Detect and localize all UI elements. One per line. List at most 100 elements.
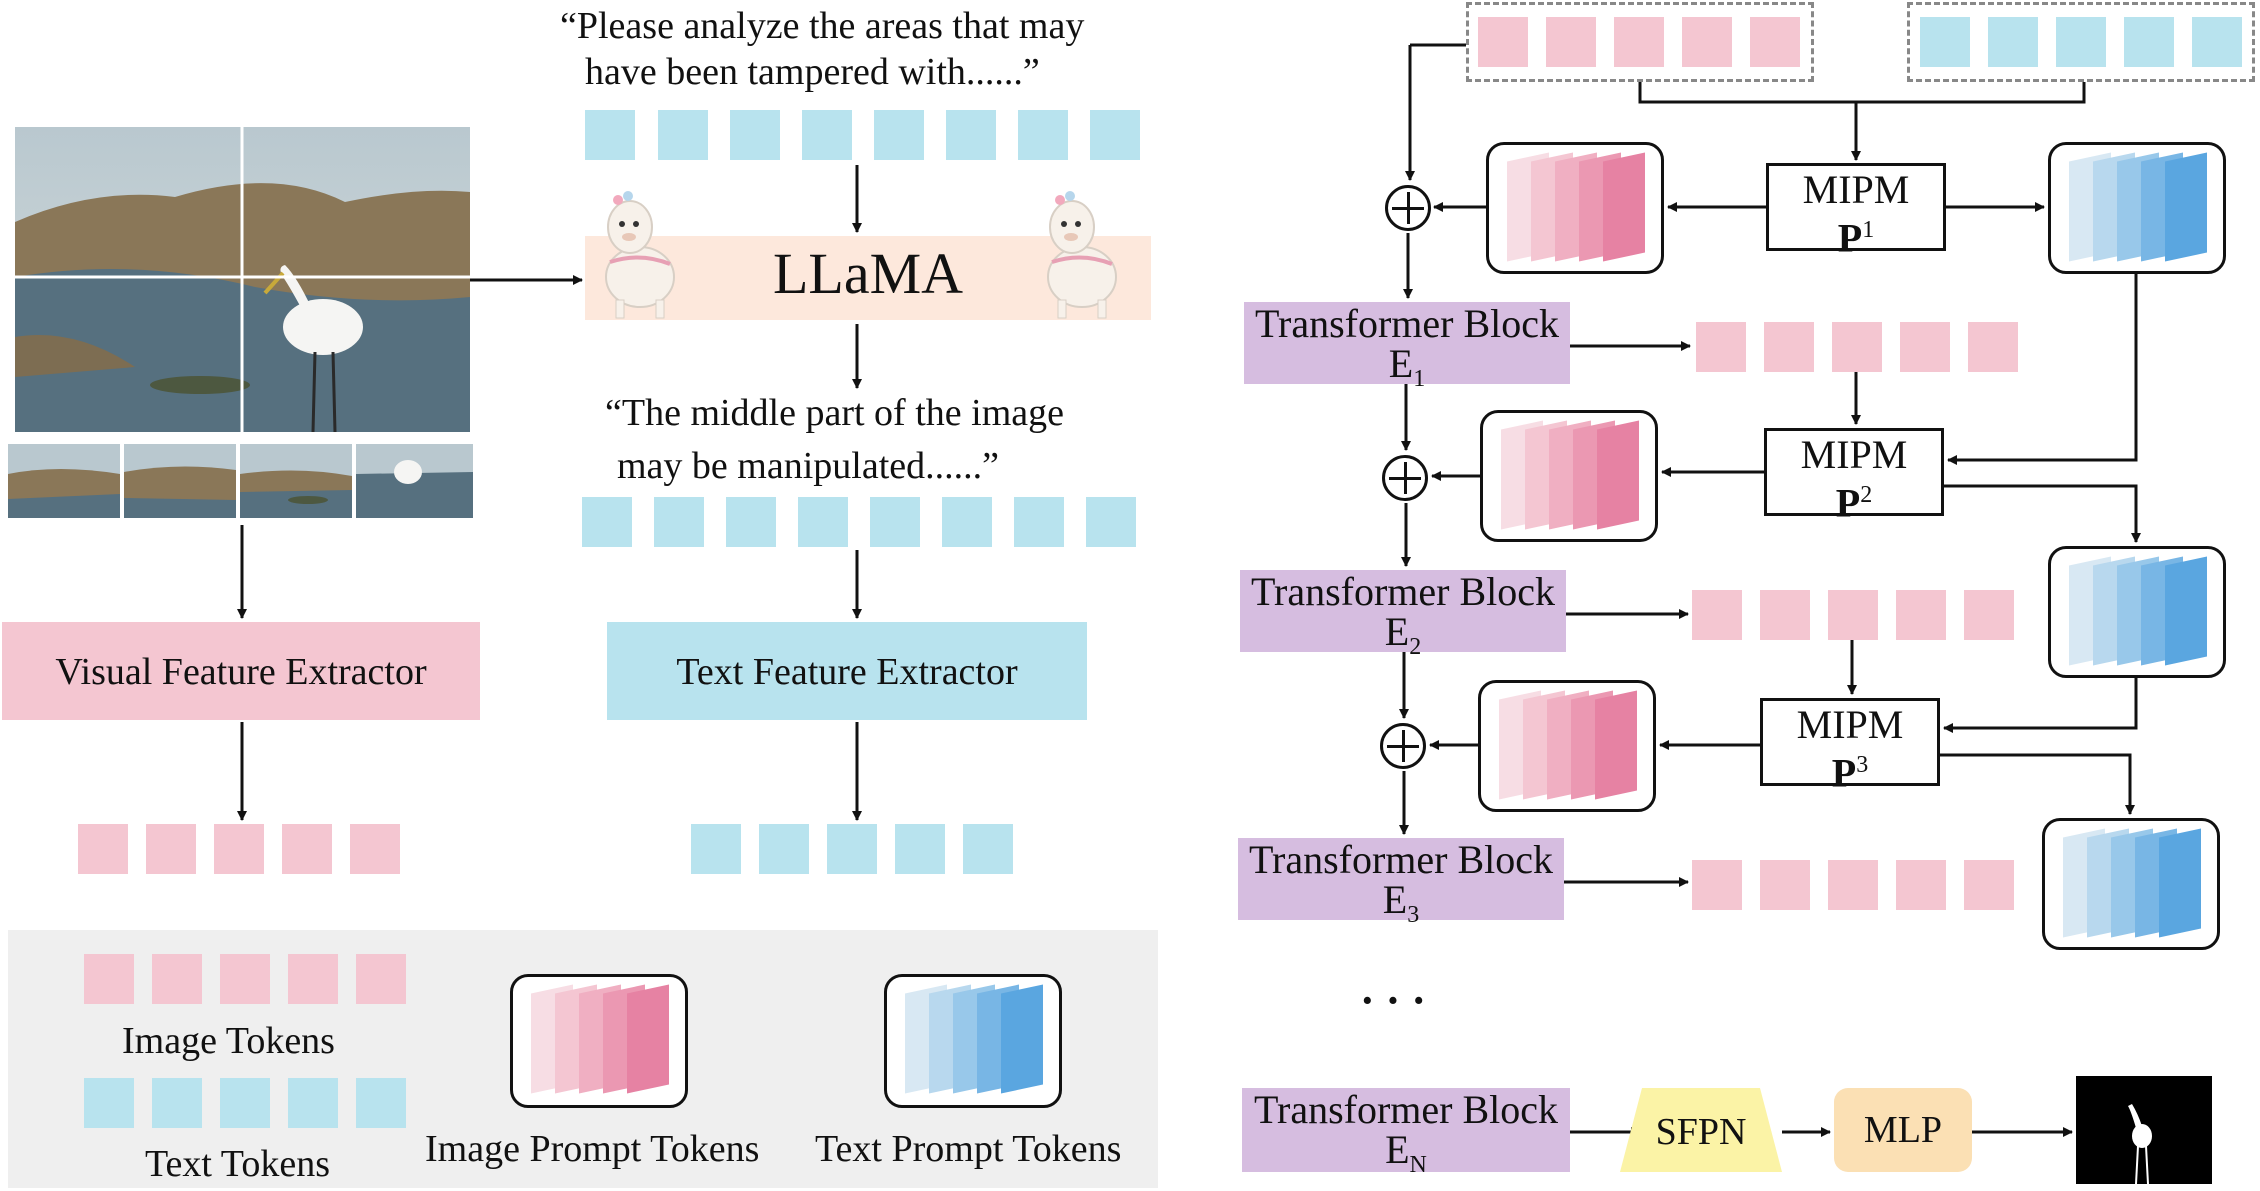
arrow [1944,484,2141,543]
arrow [1638,82,2086,104]
plus-circle-icon [1380,723,1426,769]
legend-image-tokens-label: Image Tokens [122,1020,335,1062]
mipm-symbol: P1 [1837,215,1875,261]
llama-icon [1042,182,1122,322]
prompt-plane [2159,828,2201,938]
image-token [1964,860,2014,910]
prompt-text-line2: have been tampered with......” [585,51,1040,93]
prompt-plane [2165,556,2207,666]
input-image [15,127,470,432]
response-text-line1: “The middle part of the image [605,392,1064,434]
mipm-symbol: P2 [1835,480,1873,526]
transformer-block-1: Transformer Block E1 [1244,302,1570,392]
text-token [895,824,945,874]
mipm-label: MIPM [1796,702,1904,747]
text-token [1086,497,1136,547]
image-token [146,824,196,874]
text-token [726,497,776,547]
text-token [1920,17,1970,67]
image-patches [8,444,473,518]
text-token [585,110,635,160]
prompt-plane [1603,152,1645,262]
text-extractor-label: Text Feature Extractor [676,651,1018,693]
image-token [220,954,270,1004]
top-image-token-group [1466,2,1814,82]
image-token [1832,322,1882,372]
text-prompt-stack-1 [2048,142,2226,274]
encoder-symbol: EN [1385,1127,1427,1179]
image-token [1478,17,1528,67]
mipm-block-2: MIPM P2 [1764,428,1944,523]
mipm-symbol: P3 [1831,750,1869,796]
image-token [1760,860,1810,910]
arrow [1947,274,2138,465]
ellipsis: · · · [1360,976,1427,1025]
text-token [582,497,632,547]
text-prompt-stack-3 [2042,818,2220,950]
text-token [874,110,924,160]
text-token [1988,17,2038,67]
text-token [730,110,780,160]
sfpn-label: SFPN [1655,1111,1747,1153]
llama-label: LLaMA [772,241,964,306]
prompt-plane [1597,420,1639,530]
image-token [1692,860,1742,910]
image-prompt-stack-1 [1486,142,1664,274]
encoder-symbol: E3 [1382,877,1420,929]
arrow [1943,678,2138,733]
legend-image-prompt-stack [510,974,688,1108]
image-token [1750,17,1800,67]
text-token [870,497,920,547]
text-token [2192,17,2242,67]
prompt-plane [1001,984,1043,1094]
image-token [1828,860,1878,910]
image-token [1896,860,1946,910]
transformer-block-3: Transformer Block E3 [1238,838,1564,928]
text-token [963,824,1013,874]
mlp-label: MLP [1863,1109,1943,1151]
image-prompt-stack-2 [1480,410,1658,542]
image-token [1760,590,1810,640]
text-token [942,497,992,547]
mipm-label: MIPM [1802,167,1910,212]
arrow [1940,753,2135,815]
image-token [84,954,134,1004]
image-token [1546,17,1596,67]
image-token [1696,322,1746,372]
image-token [350,824,400,874]
text-token [654,497,704,547]
image-token [282,824,332,874]
text-token [356,1078,406,1128]
legend-text-prompt-stack [884,974,1062,1108]
image-token [78,824,128,874]
text-token [946,110,996,160]
mipm-block-3: MIPM P3 [1760,698,1940,793]
encoder-symbol: E2 [1384,609,1422,661]
prompt-plane [2165,152,2207,262]
text-feature-extractor [607,622,1087,720]
image-token [1968,322,2018,372]
prompt-plane [627,984,669,1094]
image-token [1692,590,1742,640]
image-token [1964,590,2014,640]
text-token [759,824,809,874]
mipm-block-1: MIPM P1 [1766,163,1946,258]
image-token [1682,17,1732,67]
response-text-line2: may be manipulated......” [617,445,999,487]
text-token [152,1078,202,1128]
llama-icon [600,182,680,322]
visual-extractor-label: Visual Feature Extractor [55,651,427,693]
text-token [288,1078,338,1128]
image-token [1764,322,1814,372]
text-token [1090,110,1140,160]
mlp-block [1834,1088,1972,1172]
text-token [658,110,708,160]
encoder-symbol: E1 [1388,341,1426,393]
image-token [1900,322,1950,372]
prompt-plane [1595,690,1637,800]
image-token [1896,590,1946,640]
text-token [220,1078,270,1128]
text-token [2056,17,2106,67]
image-token [1828,590,1878,640]
